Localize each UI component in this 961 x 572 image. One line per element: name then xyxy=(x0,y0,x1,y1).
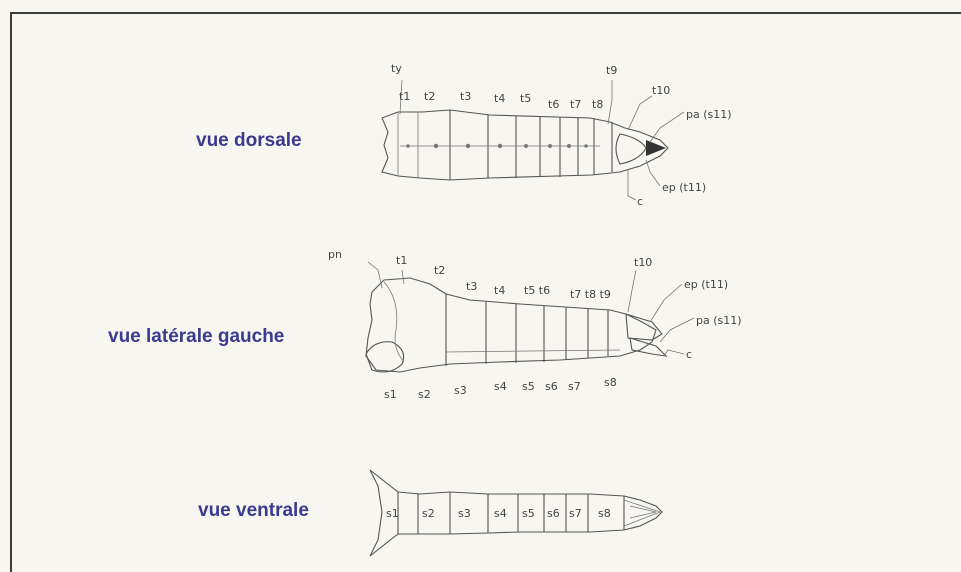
label-lateral-t5t6: t5 t6 xyxy=(524,284,550,297)
leader-lateral-t10 xyxy=(628,270,636,312)
leader-lateral-c xyxy=(664,350,684,356)
label-lateral-ep: ep (t11) xyxy=(684,278,728,291)
ventral-view-drawing: s1 s2 s3 s4 s5 s6 s7 s8 xyxy=(370,470,662,556)
lateral-pronotum-line xyxy=(384,282,404,362)
label-dorsal-t2: t2 xyxy=(424,90,435,103)
label-ventral-s2: s2 xyxy=(422,507,435,520)
dorsal-view-drawing: ty t1 t2 t3 t4 t5 t6 t7 t8 t9 t10 pa (s1… xyxy=(382,62,732,208)
label-dorsal-t8: t8 xyxy=(592,98,603,111)
label-dorsal-t4: t4 xyxy=(494,92,505,105)
label-lateral-s4: s4 xyxy=(494,380,507,393)
leader-ep xyxy=(646,160,660,186)
ventral-tip xyxy=(624,500,660,526)
label-lateral-s3: s3 xyxy=(454,384,467,397)
label-dorsal-t9: t9 xyxy=(606,64,617,77)
ventral-outline xyxy=(370,470,662,556)
label-ventral-s6: s6 xyxy=(547,507,560,520)
label-lateral-t7t8t9: t7 t8 t9 xyxy=(570,288,611,301)
label-dorsal-ep: ep (t11) xyxy=(662,181,706,194)
label-lateral-t2: t2 xyxy=(434,264,445,277)
label-ventral-s3: s3 xyxy=(458,507,471,520)
label-lateral-t1: t1 xyxy=(396,254,407,267)
label-ventral-s5: s5 xyxy=(522,507,535,520)
label-lateral-pn: pn xyxy=(328,248,342,261)
label-dorsal-c: c xyxy=(637,195,643,208)
leader-c xyxy=(628,170,636,200)
label-lateral-s6: s6 xyxy=(545,380,558,393)
label-dorsal-t3: t3 xyxy=(460,90,471,103)
label-lateral-s8: s8 xyxy=(604,376,617,389)
label-dorsal-t10: t10 xyxy=(652,84,670,97)
label-lateral-s2: s2 xyxy=(418,388,431,401)
label-dorsal-pa: pa (s11) xyxy=(686,108,732,121)
leader-lateral-t1 xyxy=(402,270,404,284)
label-lateral-t4: t4 xyxy=(494,284,505,297)
label-dorsal-t7: t7 xyxy=(570,98,581,111)
label-lateral-s7: s7 xyxy=(568,380,581,393)
label-dorsal-t5: t5 xyxy=(520,92,531,105)
label-lateral-t10: t10 xyxy=(634,256,652,269)
label-lateral-pa: pa (s11) xyxy=(696,314,742,327)
label-lateral-t3: t3 xyxy=(466,280,477,293)
leader-t9 xyxy=(608,80,612,124)
label-dorsal-t6: t6 xyxy=(548,98,559,111)
lateral-pleural-line xyxy=(446,350,620,352)
label-lateral-s5: s5 xyxy=(522,380,535,393)
leader-lateral-pa xyxy=(660,318,694,342)
dorsal-epiproct xyxy=(616,134,646,164)
label-ventral-s1: s1 xyxy=(386,507,399,520)
leader-t10 xyxy=(628,96,652,130)
leader-lateral-ep xyxy=(650,284,682,322)
label-ventral-s7: s7 xyxy=(569,507,582,520)
lateral-view-drawing: pn t1 t2 t3 t4 t5 t6 t7 t8 t9 t10 ep (t1… xyxy=(328,248,742,401)
label-lateral-c: c xyxy=(686,348,692,361)
label-ventral-s4: s4 xyxy=(494,507,507,520)
label-dorsal-t1: t1 xyxy=(399,90,410,103)
label-ventral-s8: s8 xyxy=(598,507,611,520)
lateral-outline xyxy=(366,278,656,372)
lateral-epiproct xyxy=(626,314,662,340)
dorsal-spots xyxy=(400,144,600,148)
label-dorsal-ty: ty xyxy=(391,62,402,75)
lateral-dark-lobe xyxy=(366,342,404,372)
label-lateral-s1: s1 xyxy=(384,388,397,401)
